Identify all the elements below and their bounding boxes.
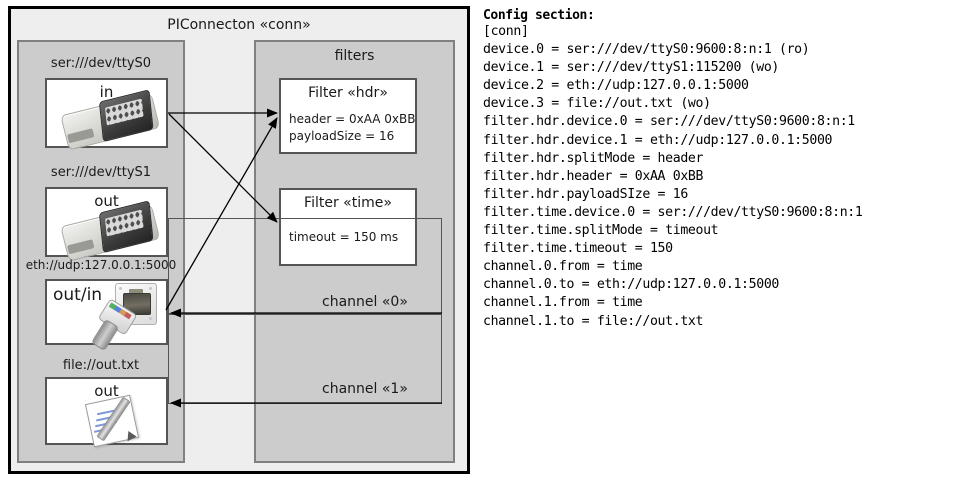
- device-direction-ttys1: out: [94, 192, 119, 210]
- device-label-eth: eth://udp:127.0.0.1:5000: [25, 258, 177, 272]
- ethernet-jack-icon: [115, 283, 157, 325]
- filter-prop-timeout: timeout = 150 ms: [289, 230, 399, 244]
- device-box-file[interactable]: out: [45, 377, 168, 448]
- device-box-ttys1[interactable]: out: [45, 187, 168, 262]
- device-box-ttys0[interactable]: in: [45, 78, 168, 151]
- config-text[interactable]: [conn] device.0 = ser:///dev/ttyS0:9600:…: [483, 24, 863, 329]
- device-label-ttys1: ser:///dev/ttyS1: [50, 165, 152, 180]
- device-direction-eth: out/in: [53, 285, 103, 305]
- device-box-eth[interactable]: out/in: [45, 279, 168, 352]
- filters-group-title: filters: [334, 48, 375, 64]
- filter-prop-payloadsize: payloadSize = 16: [289, 129, 395, 143]
- document-pen-icon: [84, 394, 145, 448]
- config-panel: Config section: [conn] device.0 = ser://…: [483, 8, 955, 331]
- filter-box-hdr[interactable]: Filter «hdr» header = 0xAA 0xBB payloadS…: [279, 78, 417, 154]
- filter-title-time: Filter «time»: [304, 195, 392, 211]
- channel-1-label: channel «1»: [322, 381, 408, 397]
- filter-title-hdr: Filter «hdr»: [308, 85, 388, 101]
- device-direction-file: out: [94, 382, 119, 400]
- filter-prop-header: header = 0xAA 0xBB: [289, 112, 416, 126]
- device-label-ttys0: ser:///dev/ttyS0: [50, 56, 152, 71]
- config-heading: Config section:: [483, 8, 595, 23]
- device-direction-ttys0: in: [99, 83, 114, 101]
- filter-box-time[interactable]: Filter «time» timeout = 150 ms: [279, 188, 417, 266]
- channel-0-label: channel «0»: [322, 294, 408, 310]
- device-label-file: file://out.txt: [62, 358, 140, 373]
- component-title: PIConnecton «conn»: [167, 17, 311, 33]
